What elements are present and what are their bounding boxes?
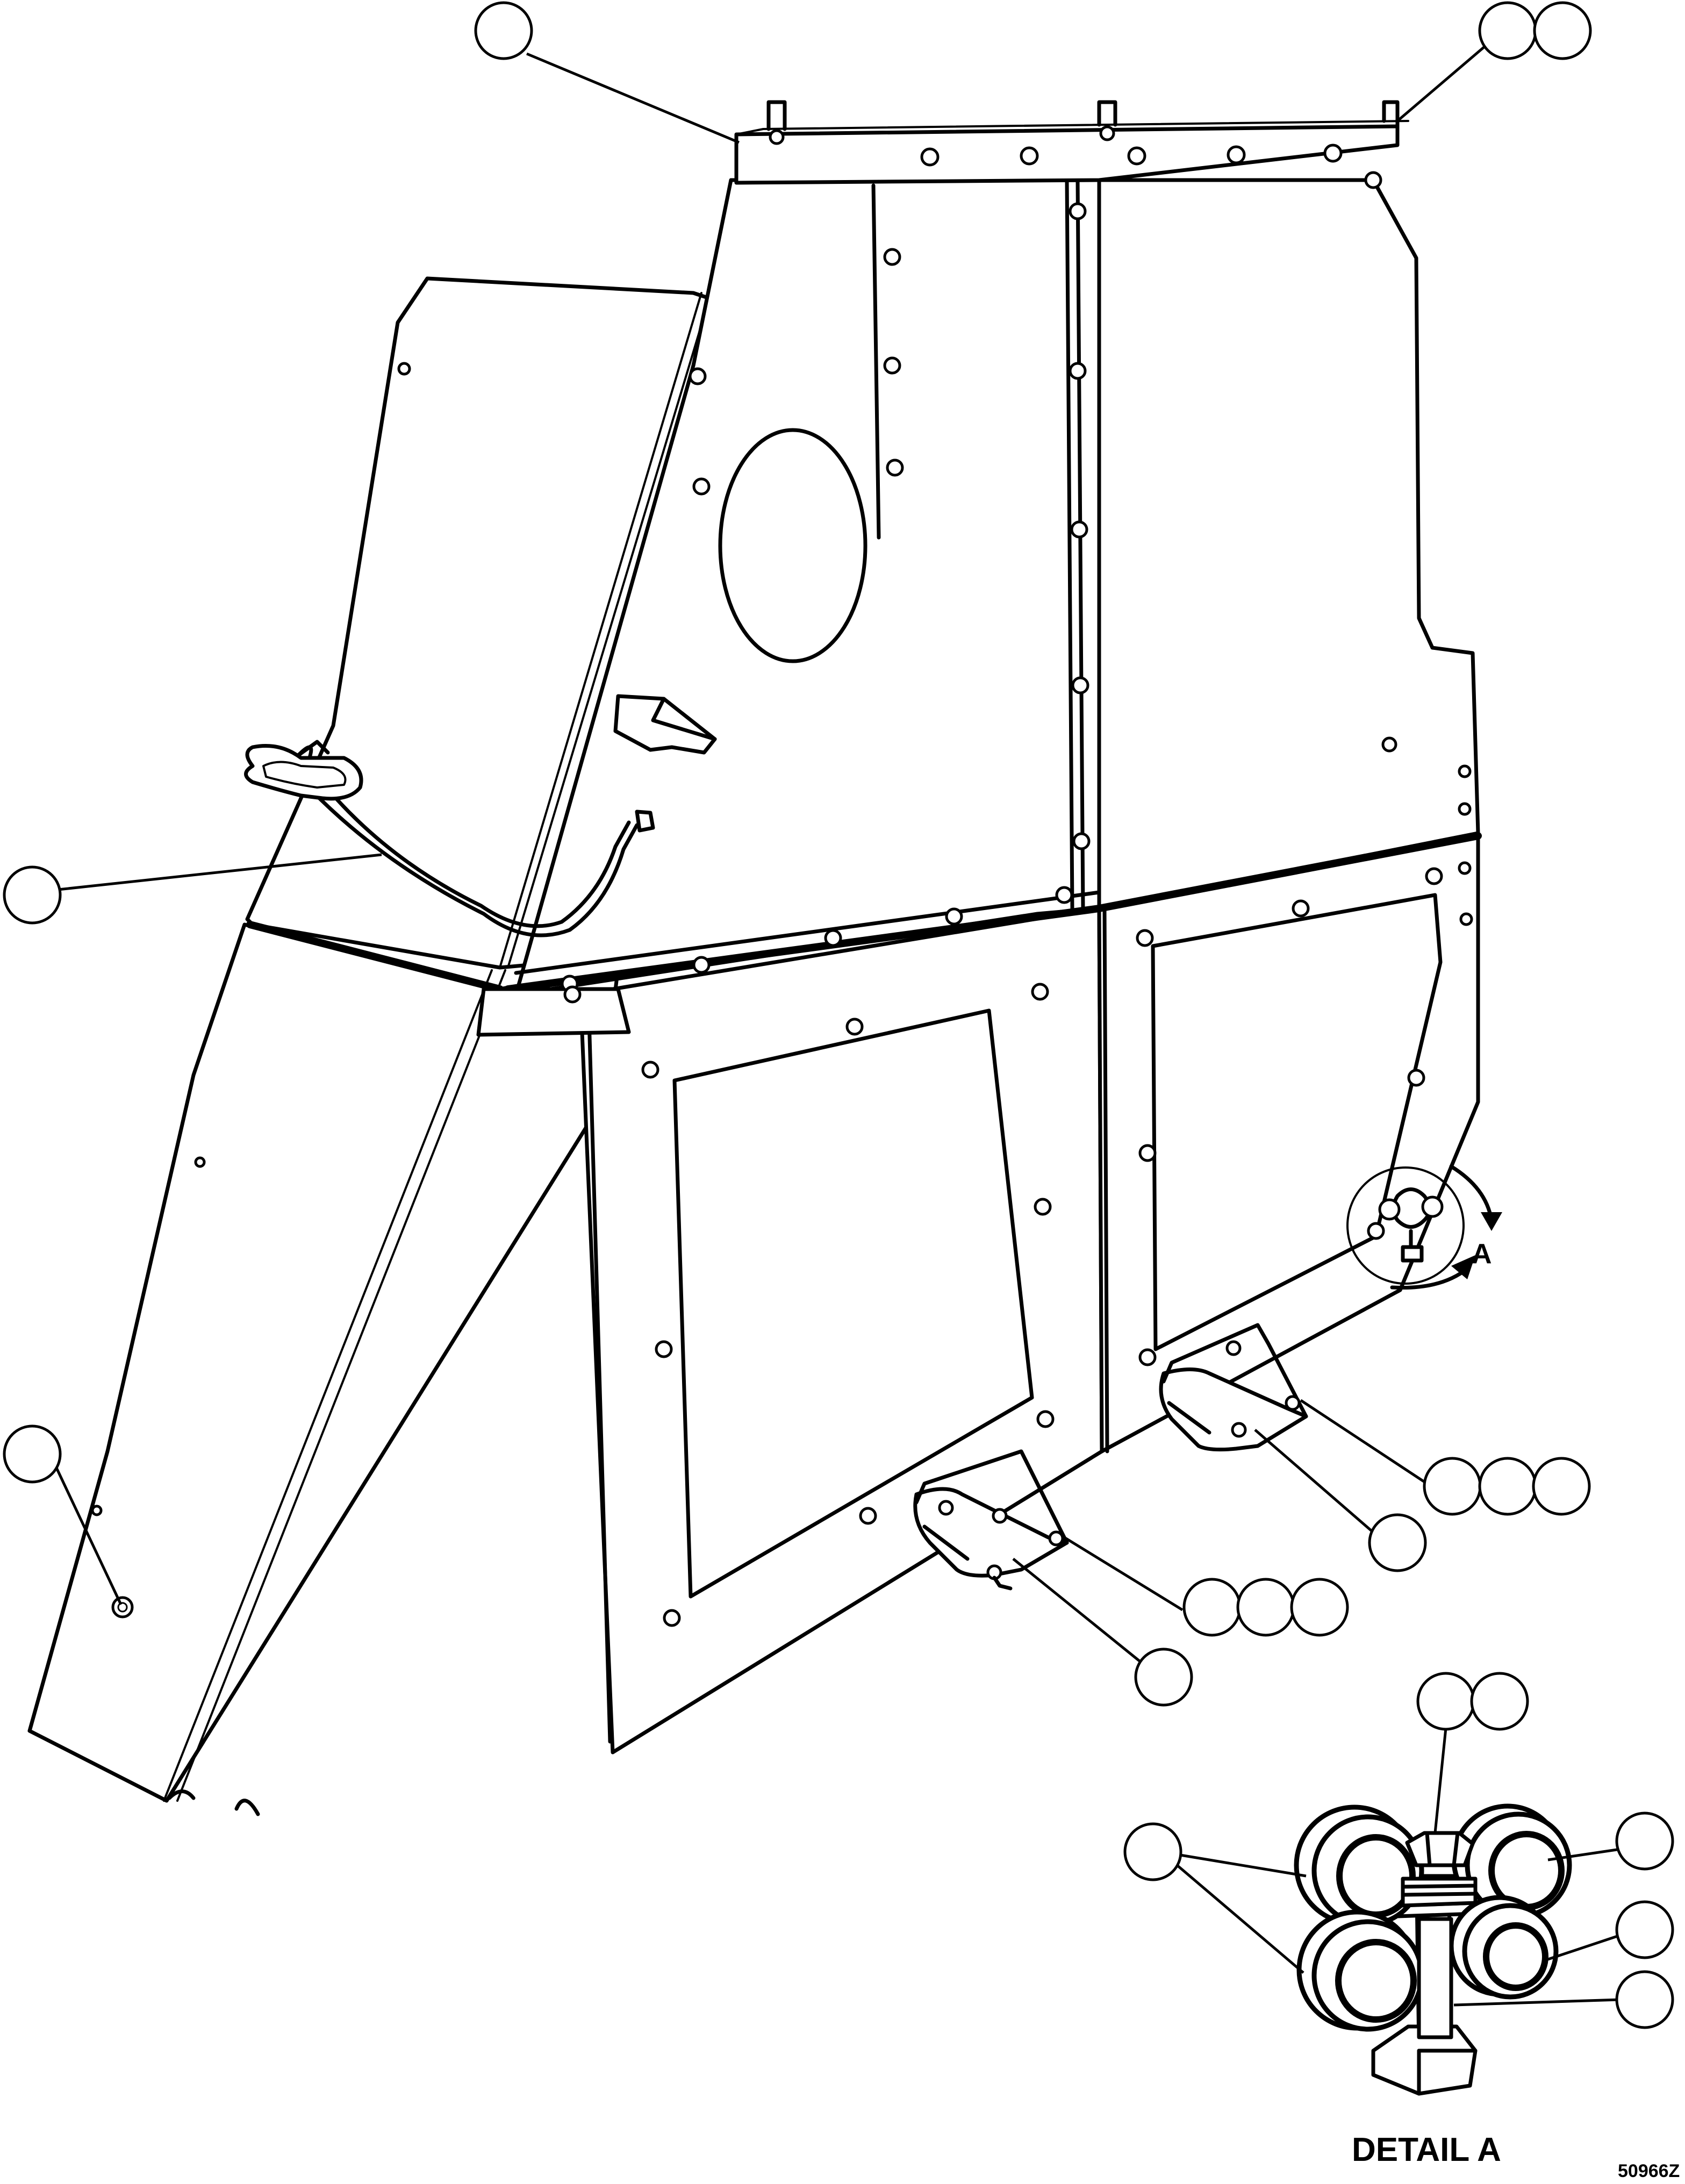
right-lower-bolts bbox=[1136, 861, 1473, 1366]
callout-balloon bbox=[3, 1424, 62, 1484]
callout-balloon bbox=[3, 865, 62, 925]
callout-balloon bbox=[1532, 1457, 1591, 1516]
cable-harness bbox=[244, 740, 655, 937]
callout-balloon bbox=[1533, 1, 1592, 60]
detail-a-callout: A bbox=[1346, 1164, 1502, 1290]
callout-balloon bbox=[1423, 1457, 1482, 1516]
detail-a-marker-letter: A bbox=[1472, 1238, 1492, 1270]
callout-balloon bbox=[1368, 1513, 1427, 1572]
center-lower-bolts bbox=[561, 886, 1073, 1627]
callout-balloon bbox=[1470, 1672, 1529, 1731]
callout-balloon bbox=[1615, 1970, 1674, 2029]
step-lower bbox=[913, 1449, 1069, 1591]
callout-balloon bbox=[1236, 1578, 1295, 1637]
detail-a-caption: DETAIL A bbox=[1352, 2131, 1501, 2168]
center-upper-bolts bbox=[689, 202, 1091, 850]
callout-balloon bbox=[1615, 1900, 1674, 1959]
leader-lines bbox=[52, 42, 1621, 2007]
callout-balloon bbox=[1290, 1578, 1349, 1637]
right-upper-panel bbox=[1097, 171, 1480, 911]
callout-balloon bbox=[1134, 1648, 1193, 1707]
callout-balloon bbox=[1416, 1672, 1475, 1731]
right-lower-panel bbox=[1095, 831, 1482, 1453]
callout-balloon bbox=[1615, 1811, 1674, 1871]
callout-balloon bbox=[1123, 1822, 1182, 1881]
callout-balloon bbox=[1478, 1457, 1537, 1516]
drawing-number: 50966Z bbox=[1618, 2161, 1680, 2181]
top-rail bbox=[734, 100, 1409, 185]
callout-balloon bbox=[1182, 1578, 1242, 1637]
callout-balloon bbox=[474, 1, 533, 60]
step-upper bbox=[1159, 1323, 1308, 1452]
callout-balloons bbox=[3, 1, 1674, 2029]
callout-balloon bbox=[1478, 1, 1537, 60]
detail-a-view: DETAIL A bbox=[1294, 1803, 1572, 2168]
center-lower-panel bbox=[476, 886, 1104, 1755]
